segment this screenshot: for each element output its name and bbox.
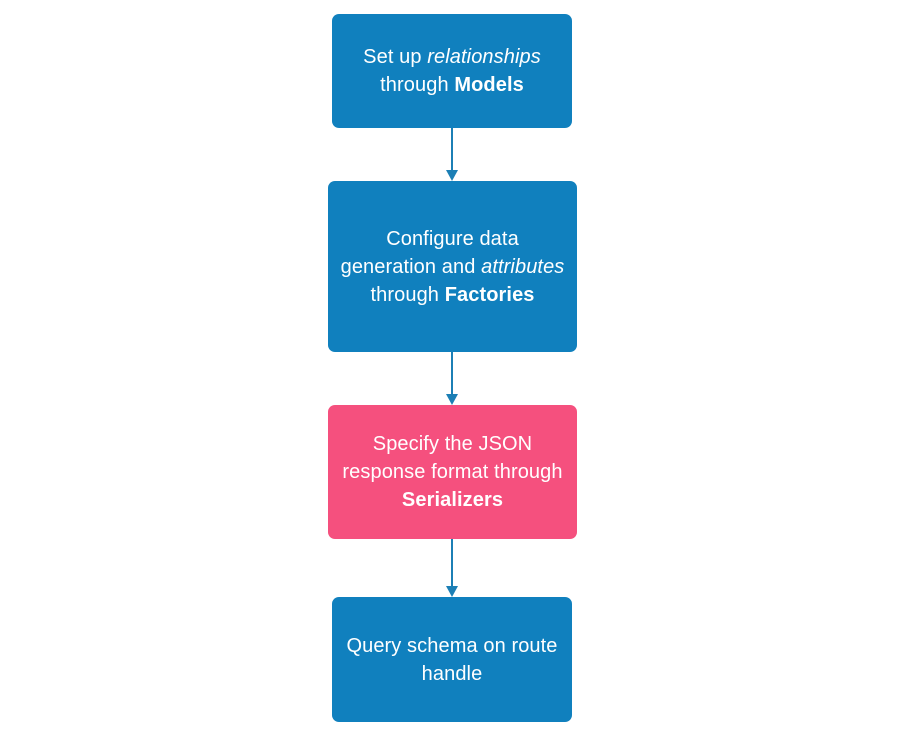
node-factories-label: Configure data generation and attributes… [340, 227, 565, 306]
arrow-models-to-factories [438, 128, 466, 181]
arrowhead-icon [446, 586, 458, 597]
arrow-serializers-to-route [438, 539, 466, 597]
node-route-handle[interactable]: Query schema on route handle [332, 597, 572, 722]
node-route-handle-label: Query schema on route handle [346, 634, 558, 685]
node-models-label: Set up relationships through Models [363, 46, 541, 96]
arrowhead-icon [446, 394, 458, 405]
node-factories[interactable]: Configure data generation and attributes… [328, 181, 577, 352]
node-models[interactable]: Set up relationships through Models [332, 14, 572, 128]
arrowhead-icon [446, 170, 458, 181]
arrow-factories-to-serializers [438, 352, 466, 405]
node-serializers-label: Specify the JSON response format through… [342, 433, 563, 511]
node-serializers[interactable]: Specify the JSON response format through… [328, 405, 577, 539]
